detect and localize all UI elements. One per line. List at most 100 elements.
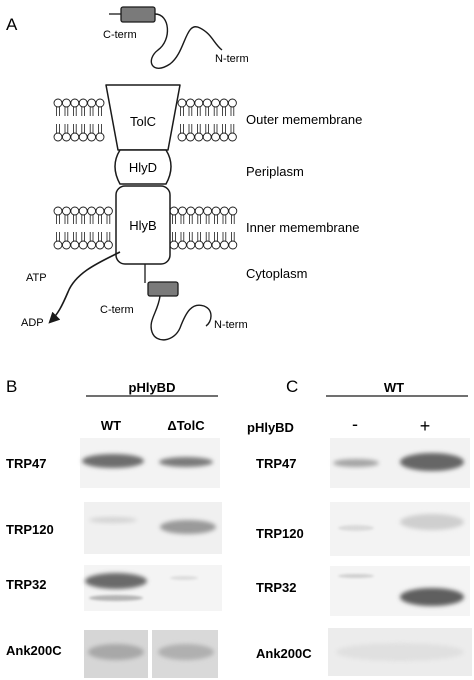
lipid-head [103, 206, 113, 216]
panel-c-row-trp120: TRP120 [256, 526, 304, 541]
lipid-head [53, 98, 63, 108]
lipid-head [87, 206, 97, 216]
atp-hydrolysis-arrow [48, 251, 121, 324]
lipid-head [103, 240, 113, 250]
nterm-label-top: N-term [215, 53, 249, 65]
lipid-head [219, 240, 229, 250]
lipid-head [169, 240, 179, 250]
secreted-protein-box-top [120, 6, 156, 23]
nterm-label-bottom: N-term [214, 319, 248, 331]
lipid-head [228, 206, 238, 216]
lipid-head [70, 98, 80, 108]
lipid-head [227, 132, 237, 142]
cterm-label-bottom: C-term [100, 304, 134, 316]
panel-c-group-label: WT [384, 380, 404, 395]
periplasm-label: Periplasm [246, 164, 304, 179]
panel-b-row-trp32: TRP32 [6, 577, 46, 592]
hlyd-label: HlyD [129, 160, 157, 175]
lipid-head [211, 98, 221, 108]
panel-b-lane-wt: WT [101, 418, 121, 433]
blot-c-trp47-band-plus [400, 453, 464, 471]
blot-b-trp120-band-wt [89, 517, 137, 523]
lipid-head [78, 240, 88, 250]
lipid-head [177, 206, 187, 216]
panel-a: A C-term N-term TolC HlyD HlyB Outer mem… [6, 6, 362, 341]
lipid-head [177, 132, 187, 142]
hlyd-adaptor [114, 149, 172, 185]
panel-c-letter: C [286, 377, 298, 396]
panel-a-letter: A [6, 15, 18, 34]
blot-b-trp47-band-deltatolc [159, 457, 213, 467]
lipid-head [185, 98, 195, 108]
inner-membrane-bilayer [53, 206, 238, 250]
lipid-head [70, 132, 80, 142]
panel-c-row-trp47: TRP47 [256, 456, 296, 471]
tolc-label: TolC [130, 114, 156, 129]
lipid-head [194, 206, 204, 216]
protein-chain-bottom [150, 295, 212, 341]
lipid-head [202, 132, 212, 142]
lipid-head [78, 132, 88, 142]
lipid-head [61, 240, 71, 250]
lipid-head [219, 98, 229, 108]
blot-c-trp32-band-minus [338, 574, 374, 578]
lipid-head [95, 240, 105, 250]
panel-c-condition-label: pHlyBD [247, 420, 294, 435]
lipid-head [61, 206, 71, 216]
lipid-head [202, 98, 212, 108]
lipid-head [87, 240, 97, 250]
panel-b-group-label: pHlyBD [129, 380, 176, 395]
hlyb-label: HlyB [129, 218, 156, 233]
lipid-head [203, 240, 213, 250]
lipid-head [194, 240, 204, 250]
hlyb-transporter [115, 185, 171, 265]
lipid-head [228, 240, 238, 250]
lipid-head [194, 132, 204, 142]
panel-c-row-ank200c: Ank200C [256, 646, 312, 661]
blot-b-trp32-band-deltatolc [170, 576, 198, 580]
panel-b-letter: B [6, 377, 17, 396]
outer-membrane-label: Outer memembrane [246, 112, 362, 127]
lipid-head [95, 206, 105, 216]
lipid-head [70, 206, 80, 216]
lipid-head [211, 132, 221, 142]
lipid-head [53, 206, 63, 216]
lipid-head [194, 98, 204, 108]
adp-label: ADP [21, 317, 44, 329]
lipid-head [219, 132, 229, 142]
lipid-head [186, 206, 196, 216]
outer-membrane-bilayer [53, 98, 237, 142]
lipid-head [78, 206, 88, 216]
lipid-head [70, 240, 80, 250]
secreted-protein-box-bottom [147, 281, 179, 297]
lipid-head [227, 98, 237, 108]
lipid-head [61, 132, 71, 142]
atp-label: ATP [26, 272, 47, 284]
lipid-head [203, 206, 213, 216]
panel-b-row-ank200c: Ank200C [6, 643, 62, 658]
blot-c-trp120-band-minus [338, 525, 374, 531]
lipid-head [78, 98, 88, 108]
blot-c-trp47-band-minus [333, 459, 379, 467]
lipid-head [219, 206, 229, 216]
blot-b-ank200c-band-deltatolc [158, 644, 214, 660]
lipid-head [61, 98, 71, 108]
blot-c-trp120-band-plus [400, 514, 464, 530]
lipid-head [177, 240, 187, 250]
lipid-head [87, 132, 97, 142]
panel-c-lane-minus: - [352, 414, 358, 434]
lipid-head [177, 98, 187, 108]
blot-c-ank200c-band [336, 643, 464, 661]
blot-c-trp32-band-plus [400, 588, 464, 606]
panel-b-row-trp120: TRP120 [6, 522, 54, 537]
blot-b-trp32-band-wt [85, 573, 147, 589]
lipid-head [87, 98, 97, 108]
panel-b-row-trp47: TRP47 [6, 456, 46, 471]
lipid-head [95, 98, 105, 108]
lipid-head [211, 206, 221, 216]
lipid-head [53, 132, 63, 142]
blot-b-ank200c-band-wt [88, 644, 144, 660]
blot-b-trp32-band-wt-lower [89, 595, 143, 601]
blot-b-trp120-band-deltatolc [160, 520, 216, 534]
